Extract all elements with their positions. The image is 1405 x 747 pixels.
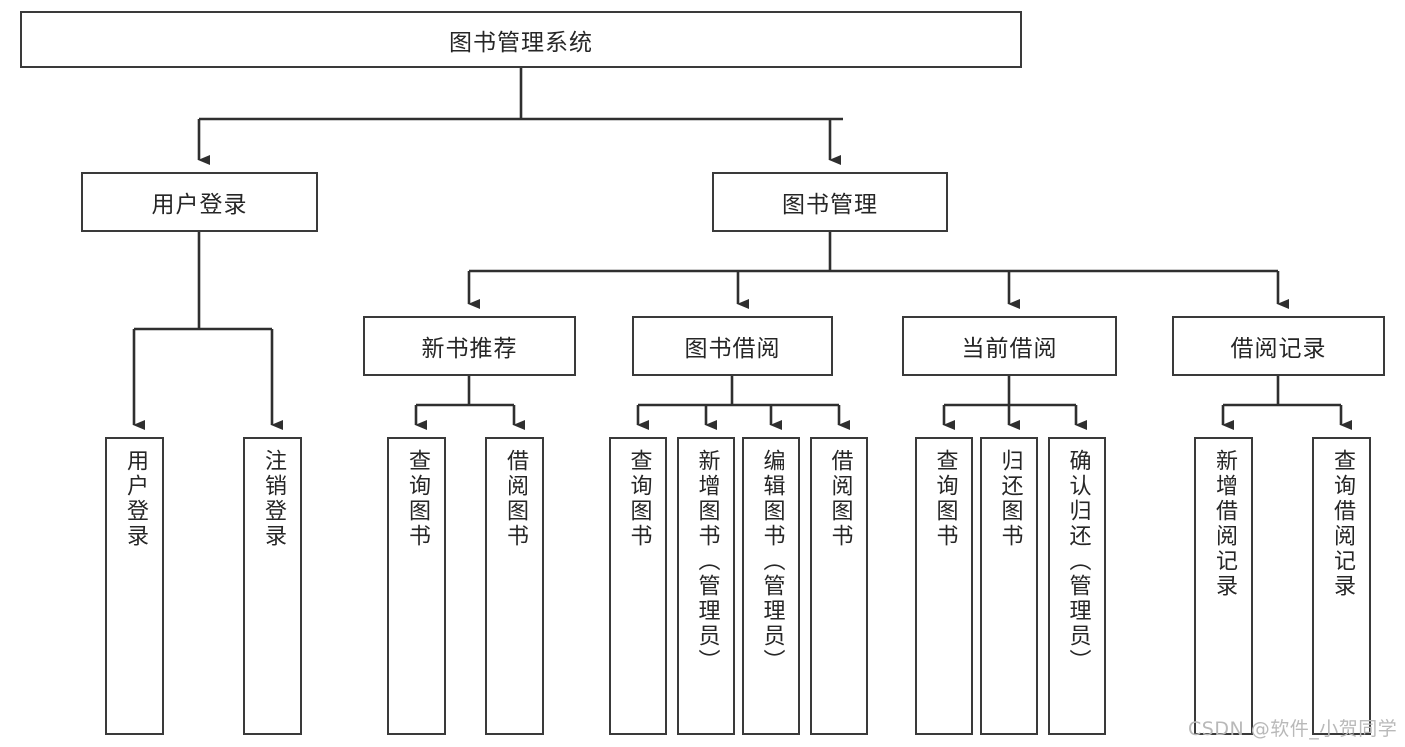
node-current-borrow-label: 当前借阅 (961, 336, 1058, 362)
node-root-label: 图书管理系统 (449, 29, 593, 56)
leaf-label: 查询图书 (404, 449, 430, 549)
node-leaf-br-query[interactable]: 查询借阅记录 (1312, 437, 1371, 735)
node-leaf-user-login[interactable]: 用户登录 (105, 437, 164, 735)
node-leaf-cb-return[interactable]: 归还图书 (980, 437, 1038, 735)
node-leaf-rec-borrow[interactable]: 借阅图书 (485, 437, 544, 735)
node-book-manage[interactable]: 图书管理 (712, 172, 948, 232)
leaf-label: 借阅图书 (502, 449, 528, 549)
leaf-label: 查询借阅记录 (1329, 449, 1355, 599)
node-book-borrow[interactable]: 图书借阅 (632, 316, 833, 376)
node-leaf-bb-edit[interactable]: 编辑图书（管理员） (742, 437, 800, 735)
node-current-borrow[interactable]: 当前借阅 (902, 316, 1117, 376)
node-book-manage-label: 图书管理 (782, 192, 878, 218)
node-leaf-rec-query[interactable]: 查询图书 (387, 437, 446, 735)
leaf-label: 新增借阅记录 (1211, 449, 1237, 599)
node-leaf-br-add[interactable]: 新增借阅记录 (1194, 437, 1253, 735)
node-leaf-bb-add[interactable]: 新增图书（管理员） (677, 437, 735, 735)
node-user-login[interactable]: 用户登录 (81, 172, 318, 232)
node-borrow-record[interactable]: 借阅记录 (1172, 316, 1385, 376)
node-leaf-bb-query[interactable]: 查询图书 (609, 437, 667, 735)
node-leaf-cb-confirm[interactable]: 确认归还（管理员） (1048, 437, 1106, 735)
leaf-label: 用户登录 (122, 449, 148, 549)
node-leaf-cb-query[interactable]: 查询图书 (915, 437, 973, 735)
leaf-label: 借阅图书 (827, 449, 853, 549)
node-root[interactable]: 图书管理系统 (20, 11, 1022, 68)
leaf-label: 注销登录 (260, 449, 286, 549)
leaf-label: 编辑图书（管理员） (759, 449, 785, 674)
node-leaf-bb-borrow[interactable]: 借阅图书 (810, 437, 868, 735)
node-book-borrow-label: 图书借阅 (684, 336, 781, 362)
leaf-label: 新增图书（管理员） (694, 449, 720, 674)
node-leaf-user-logout[interactable]: 注销登录 (243, 437, 302, 735)
node-borrow-record-label: 借阅记录 (1230, 336, 1327, 362)
node-user-login-label: 用户登录 (151, 192, 248, 218)
leaf-label: 查询图书 (626, 449, 652, 549)
leaf-label: 查询图书 (932, 449, 958, 549)
leaf-label: 归还图书 (997, 449, 1023, 549)
leaf-label: 确认归还（管理员） (1065, 449, 1091, 674)
node-new-book-rec[interactable]: 新书推荐 (363, 316, 576, 376)
node-new-book-rec-label: 新书推荐 (421, 336, 518, 362)
